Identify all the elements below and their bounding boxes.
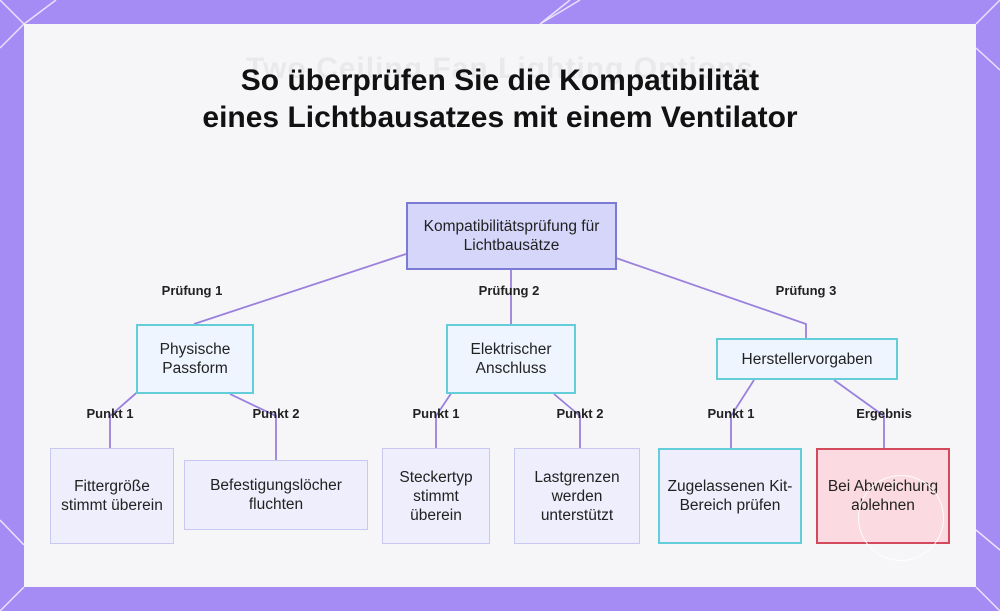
node-manufacturer-specs: Herstellervorgaben bbox=[716, 338, 898, 380]
edge-physical-holes bbox=[229, 393, 277, 460]
physical-fit-label: Physische Passform bbox=[159, 341, 231, 377]
root-node: Kompatibilitätsprüfung für Lichtbausätze bbox=[406, 202, 617, 270]
edge-label-physical-point1: Punkt 1 bbox=[86, 406, 134, 421]
edge-label-manufacturer-result: Ergebnis bbox=[856, 406, 912, 421]
kit-range-label: Zugelassenen Kit-Bereich prüfen bbox=[667, 478, 793, 514]
node-load-limits: Lastgrenzen werden unterstützt bbox=[514, 448, 640, 544]
edge-manufacturer-kit bbox=[730, 379, 755, 448]
node-kit-range: Zugelassenen Kit-Bereich prüfen bbox=[658, 448, 802, 544]
node-mounting-holes: Befestigungslöcher fluchten bbox=[184, 460, 368, 530]
root-node-label: Kompatibilitätsprüfung für Lichtbausätze bbox=[423, 218, 600, 254]
page-title: So überprüfen Sie die Kompatibilität ein… bbox=[202, 64, 798, 134]
edge-label-physical-point2: Punkt 2 bbox=[252, 406, 300, 421]
edge-label-electrical-point1: Punkt 1 bbox=[412, 406, 460, 421]
edge-root-manufacturer bbox=[615, 257, 807, 338]
node-plug-type: Steckertyp stimmt überein bbox=[382, 448, 490, 544]
logo-badge bbox=[858, 475, 944, 561]
node-physical-fit: Physische Passform bbox=[136, 324, 254, 394]
mounting-holes-label: Befestigungslöcher fluchten bbox=[210, 477, 342, 513]
edge-label-electrical-point2: Punkt 2 bbox=[556, 406, 604, 421]
edge-manufacturer-reject bbox=[833, 379, 885, 448]
background-watermark: Two Ceiling Fan Lighting Options bbox=[245, 52, 755, 85]
electrical-connection-label: Elektrischer Anschluss bbox=[470, 341, 552, 377]
load-limits-label: Lastgrenzen werden unterstützt bbox=[534, 468, 620, 524]
edge-root-physical bbox=[193, 253, 407, 325]
edge-label-check2: Prüfung 2 bbox=[478, 283, 540, 298]
node-fitter-size: Fittergröße stimmt überein bbox=[50, 448, 174, 544]
edge-electrical-load bbox=[553, 393, 581, 448]
fitter-size-label: Fittergröße stimmt überein bbox=[61, 478, 163, 514]
edge-label-manufacturer-point1: Punkt 1 bbox=[707, 406, 755, 421]
plug-type-label: Steckertyp stimmt überein bbox=[399, 468, 473, 524]
node-electrical-connection: Elektrischer Anschluss bbox=[446, 324, 576, 394]
edge-label-check1: Prüfung 1 bbox=[161, 283, 223, 298]
edge-label-check3: Prüfung 3 bbox=[775, 283, 837, 298]
manufacturer-specs-label: Herstellervorgaben bbox=[741, 350, 873, 368]
diagram-card: Two Ceiling Fan Lighting Options So über… bbox=[24, 24, 976, 587]
